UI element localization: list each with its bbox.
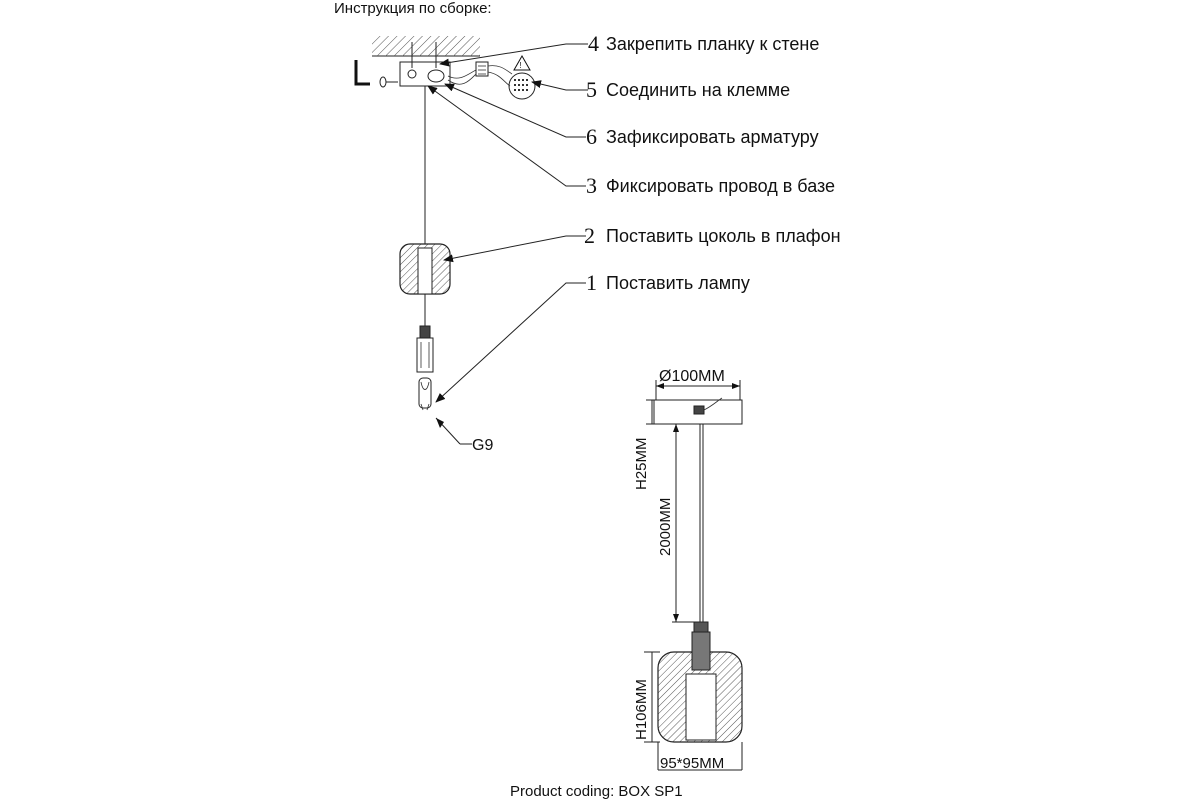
plate-clamp xyxy=(427,69,445,83)
step-number: 3 xyxy=(586,173,597,198)
step-6: 6 Зафиксировать арматуру xyxy=(586,124,819,149)
socket-in-shade xyxy=(691,631,711,671)
step-5: 5 Соединить на клемме xyxy=(586,77,790,102)
shade-height-label: H106MM xyxy=(633,679,650,740)
side-screw xyxy=(379,76,387,88)
step-number: 6 xyxy=(586,124,597,149)
step-4: 4 Закрепить планку к стене xyxy=(588,31,819,56)
step-number: 1 xyxy=(586,270,597,295)
step-number: 2 xyxy=(584,223,595,248)
plate-hole xyxy=(407,69,417,79)
bracket-icon xyxy=(354,60,370,86)
socket-body xyxy=(416,337,434,373)
leader-lines xyxy=(427,43,588,403)
dimension-drawing xyxy=(644,380,743,771)
shade-inner-channel xyxy=(685,673,717,741)
canopy-clamp xyxy=(693,405,705,415)
shade-size-label: 95*95MM xyxy=(660,755,724,772)
step-text: Фиксировать провод в базе xyxy=(606,176,835,196)
product-coding: Product coding: BOX SP1 xyxy=(510,783,683,800)
cable-length-label: 2000MM xyxy=(657,498,674,556)
step-text: Зафиксировать арматуру xyxy=(606,127,819,147)
step-1: 1 Поставить лампу xyxy=(586,270,750,295)
step-number: 4 xyxy=(588,31,599,56)
terminal-block xyxy=(475,61,489,77)
step-3: 3 Фиксировать провод в базе xyxy=(586,173,835,198)
socket-type-label: G9 xyxy=(472,437,493,454)
step-text: Соединить на клемме xyxy=(606,80,790,100)
step-text: Поставить цоколь в плафон xyxy=(606,226,841,246)
step-text: Поставить лампу xyxy=(606,273,750,293)
warning-icon xyxy=(513,54,531,71)
ceiling-hatch xyxy=(372,36,480,56)
canopy-diameter-label: Ø100MM xyxy=(659,368,725,385)
page-title: Инструкция по сборке: xyxy=(334,0,492,17)
svg-text:!: ! xyxy=(520,61,522,70)
socket-top xyxy=(419,325,431,339)
socket-cap xyxy=(693,621,709,633)
step-2: 2 Поставить цоколь в плафон xyxy=(584,223,841,248)
step-number: 5 xyxy=(586,77,597,102)
step-text: Закрепить планку к стене xyxy=(606,34,819,54)
g9-lamp xyxy=(418,377,432,409)
shade-channel xyxy=(417,247,433,295)
exploded-assembly: ! xyxy=(354,36,536,445)
canopy-height-label: H25MM xyxy=(633,437,650,490)
